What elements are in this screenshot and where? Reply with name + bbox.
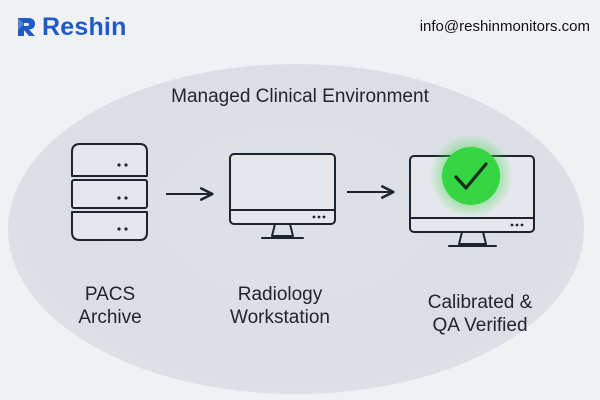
server-stack-icon xyxy=(71,143,148,241)
check-badge xyxy=(442,147,500,205)
header: Reshin info@reshinmonitors.com xyxy=(0,0,600,58)
node-label-pacs-archive: PACS Archive xyxy=(78,284,142,328)
monitor-check-icon xyxy=(409,134,535,247)
node-label-radiology-workstation: Radiology Workstation xyxy=(230,284,330,328)
node-label-calibrated-verified: Calibrated & QA Verified xyxy=(427,292,533,336)
reshin-logo-icon xyxy=(18,18,35,36)
check-icon xyxy=(454,162,488,190)
brand-logo[interactable]: Reshin xyxy=(16,14,127,40)
environment-title: Managed Clinical Environment xyxy=(171,86,429,107)
contact-email[interactable]: info@reshinmonitors.com xyxy=(419,18,590,35)
brand-name: Reshin xyxy=(42,13,127,41)
monitor-icon xyxy=(229,153,336,239)
